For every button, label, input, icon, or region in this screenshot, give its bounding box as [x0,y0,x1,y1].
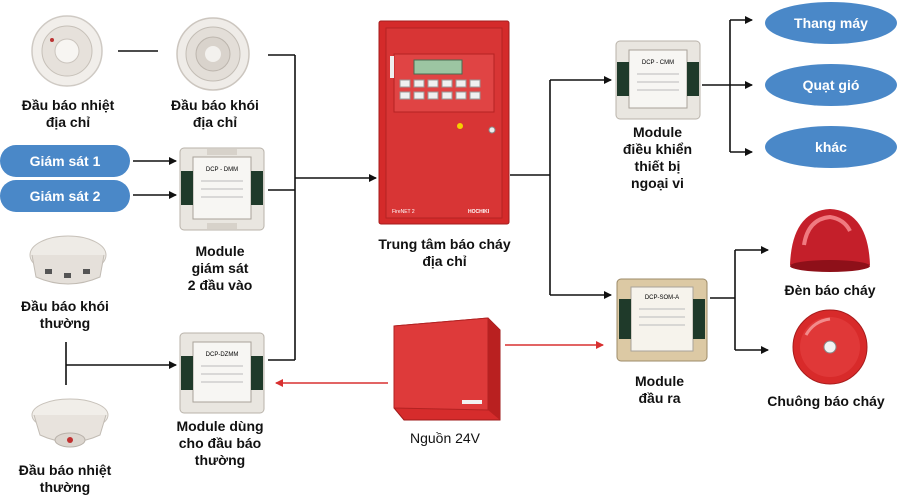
conventional-module-model: DCP-DZMM [206,352,239,358]
monitor-input-2: Giám sát 2 [0,180,130,212]
fire-bell-label: Chuông báo cháy [767,393,885,409]
smoke-detector-conventional [29,235,107,285]
control-module-model: DCP - CMM [642,60,674,66]
fire-bell [792,309,868,385]
monitor-input-1: Giám sát 1 [0,145,130,177]
heat-detector-conventional-label: Đầu báo nhiệt thường [18,462,112,495]
conventional-zone-module-label: Module dùng cho đầu báo thường [176,418,264,468]
output-fan: Quạt gió [765,64,897,106]
monitor-module-label: Module giám sát 2 đầu vào [187,243,253,293]
heat-detector-addressable-label: Đầu báo nhiệt địa chỉ [21,97,115,130]
strobe-light-label: Đèn báo cháy [784,282,876,298]
control-panel-label: Trung tâm báo cháy địa chỉ [378,236,511,269]
power-supply-label: Nguồn 24V [409,430,481,446]
conventional-zone-module: DCP-DZMM [179,332,265,414]
output-module-model: DCP-SOM-A [645,295,679,301]
output-module: DCP-SOM-A [616,278,708,362]
heat-detector-conventional [31,398,109,448]
peripheral-control-module: DCP - CMM [615,40,701,120]
power-supply-24v [393,317,501,421]
panel-model-text: FireNET 2 [392,209,415,215]
heat-detector-addressable [31,15,103,87]
output-module-label: Module đầu ra [635,373,684,406]
smoke-detector-addressable [176,17,250,91]
smoke-detector-addressable-label: Đầu báo khói địa chỉ [171,97,259,130]
output-elevator: Thang máy [765,2,897,44]
panel-brand-text: HOCHIKI [468,209,490,215]
monitor-module-model: DCP - DMM [206,167,238,173]
strobe-light [790,209,870,272]
output-other: khác [765,126,897,168]
monitor-module: DCP - DMM [179,147,265,231]
peripheral-control-module-label: Module điều khiển thiết bị ngoại vi [622,124,693,191]
fire-alarm-control-panel: FireNET 2 HOCHIKI [378,20,510,225]
smoke-detector-conventional-label: Đầu báo khói thường [21,298,109,331]
